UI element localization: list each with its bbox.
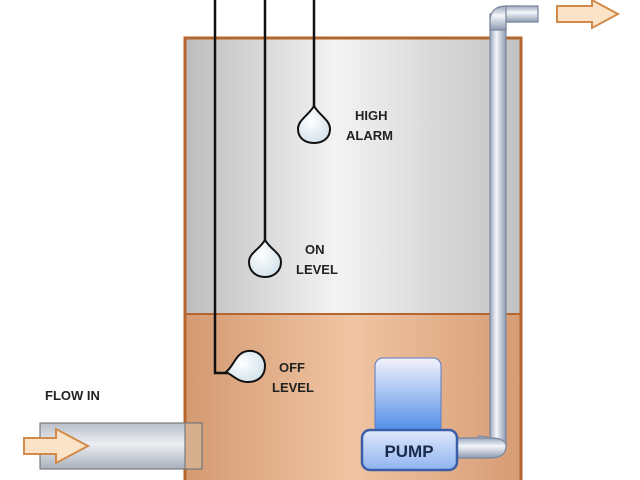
off-level-label-line1: OFF: [279, 360, 305, 375]
on-level-label-line2: LEVEL: [296, 262, 338, 277]
discharge-outlet: [505, 5, 539, 23]
off-level-float: [224, 349, 267, 384]
tank-air-space: [185, 38, 521, 314]
high-alarm-label-line2: ALARM: [346, 128, 393, 143]
pump-base: [360, 428, 459, 472]
on-level-float: [247, 238, 283, 279]
inlet-pipe: [23, 422, 203, 470]
tank: [183, 36, 523, 480]
inlet-pipe-end: [184, 422, 203, 470]
flow-in-arrow-icon: [23, 427, 91, 465]
flow-in-label: FLOW IN: [45, 388, 100, 403]
high-alarm-float: [296, 104, 332, 145]
tank-wall: [183, 36, 523, 480]
pump: PUMP: [360, 357, 459, 472]
off-level-cable: [213, 0, 228, 375]
high-alarm-float-icon: [296, 104, 332, 145]
off-level-float-icon: [224, 349, 267, 384]
off-level-label-line2: LEVEL: [272, 380, 314, 395]
pump-label: PUMP: [384, 442, 433, 461]
float-cables: [213, 0, 316, 375]
high-alarm-label-line1: HIGH: [355, 108, 388, 123]
pump-motor: [374, 357, 442, 435]
discharge-bottom-bend: [454, 437, 507, 459]
discharge-riser: [489, 13, 507, 447]
discharge-pipe: [454, 5, 539, 459]
on-level-float-icon: [247, 238, 283, 279]
flow-out-arrow-icon: [556, 0, 621, 30]
on-level-label-line1: ON: [305, 242, 325, 257]
